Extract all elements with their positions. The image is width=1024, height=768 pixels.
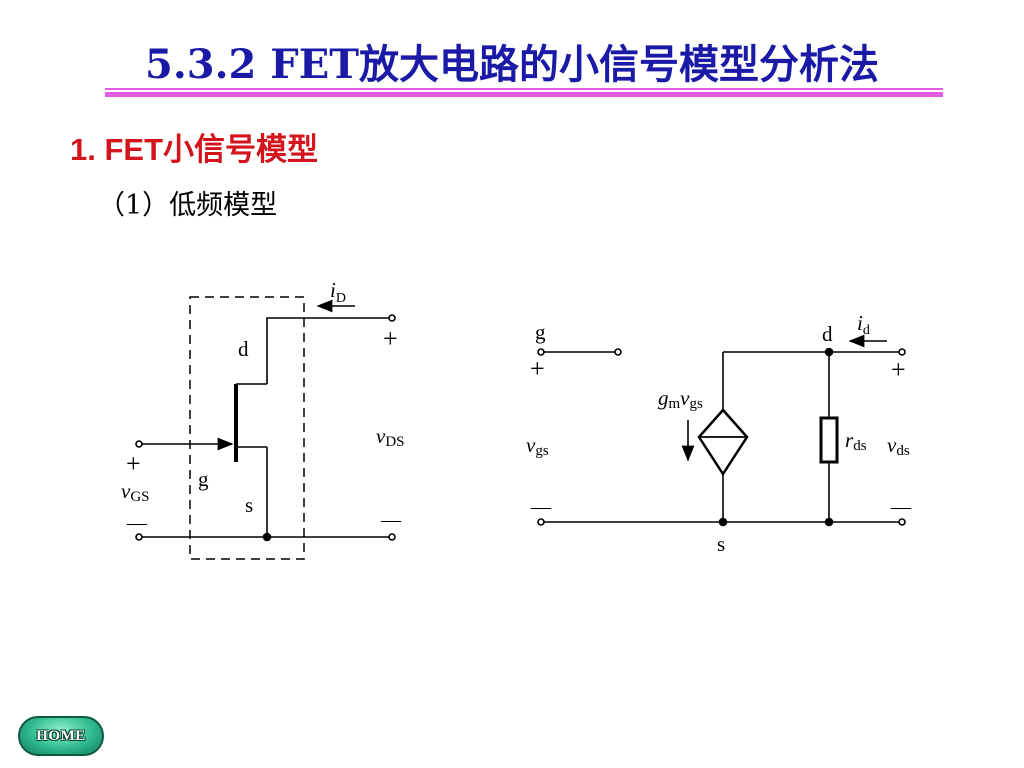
iD-label: iD: [330, 278, 346, 306]
terminal-drain: [388, 314, 396, 322]
equivalent-labels: g + vgs — d id + vds — gmvgs rds s: [526, 311, 912, 556]
vgs-minus: —: [126, 512, 148, 534]
terminal-source: [388, 533, 396, 541]
eq-junction-source-rds: [824, 517, 834, 527]
eq-gate-label: g: [535, 320, 546, 344]
eq-vgs-label: vgs: [526, 433, 549, 459]
drain-wire: [266, 317, 390, 384]
resistor-rds: [819, 416, 839, 464]
eq-id-label: id: [857, 311, 870, 338]
eq-vds-plus: +: [891, 355, 906, 384]
terminal-gate-bottom: [135, 533, 143, 541]
title-underline-thin: [105, 88, 943, 90]
eq-vgs-plus: +: [530, 354, 545, 383]
home-button[interactable]: HOME: [18, 716, 104, 756]
section-heading: 1. FET小信号模型: [70, 132, 319, 167]
eq-terminal-drain-right: [898, 348, 906, 356]
eq-source-label: s: [717, 532, 725, 556]
rds-label: rds: [845, 428, 867, 454]
eq-terminal-gate: [537, 348, 545, 356]
eq-terminal-gate-end: [614, 348, 622, 356]
vgs-label: vGS: [121, 479, 150, 505]
eq-vgs-minus: —: [530, 496, 552, 518]
eq-junction-source-cs: [718, 517, 728, 527]
eq-vds-label: vds: [887, 433, 910, 459]
vgs-plus: +: [126, 449, 141, 478]
gm-vgs-label: gmvgs: [658, 386, 703, 412]
drain-label: d: [238, 337, 249, 361]
junction-source: [262, 532, 272, 542]
terminal-gate: [135, 440, 143, 448]
eq-drain-label: d: [822, 322, 833, 346]
fet-dashed-box: [189, 296, 305, 560]
dependent-current-source: [697, 408, 749, 477]
fet-labels: iD d g s + vDS — + vGS —: [121, 278, 405, 534]
vds-plus: +: [383, 324, 398, 353]
eq-junction-drain: [824, 347, 834, 357]
home-button-label: HOME: [36, 727, 86, 744]
fet-circuit: [135, 296, 396, 560]
gate-label: g: [198, 467, 209, 491]
vds-label: vDS: [376, 424, 405, 450]
eq-vds-minus: —: [890, 496, 912, 518]
vds-minus: —: [380, 509, 402, 531]
eq-terminal-source-right: [898, 518, 906, 526]
source-label: s: [245, 493, 253, 517]
title-underline-thick: [105, 92, 943, 97]
eq-terminal-source-left: [537, 518, 545, 526]
slide-title: 5.3.2 FET放大电路的小信号模型分析法: [145, 41, 879, 88]
equivalent-circuit: [537, 334, 906, 527]
sub-heading: （1）低频模型: [98, 190, 278, 221]
